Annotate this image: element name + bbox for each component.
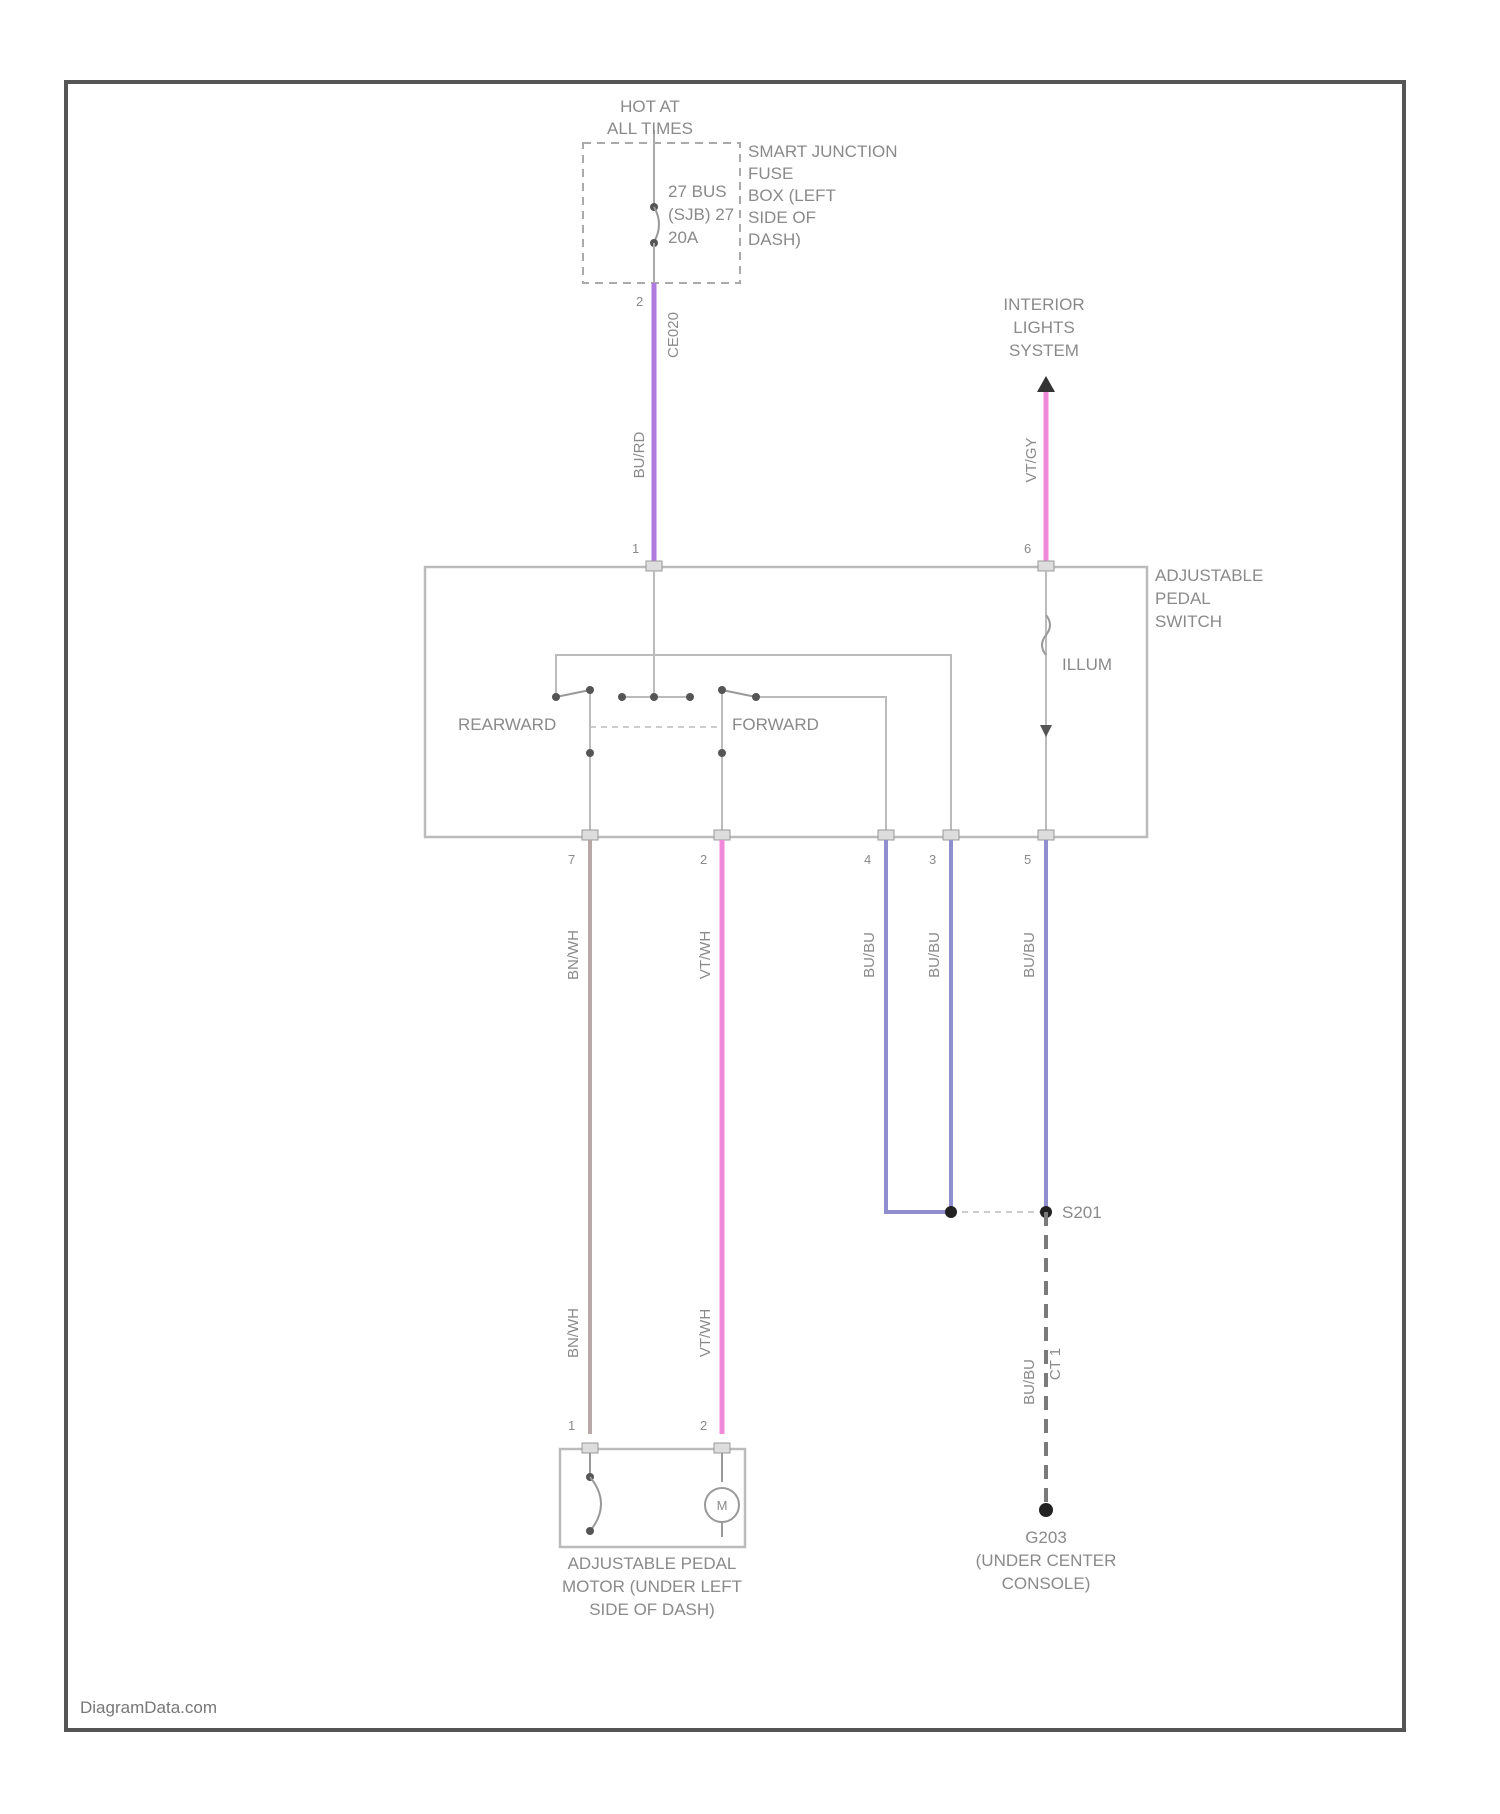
wire-label-ground: BU/BU: [1021, 1359, 1038, 1405]
rearward-label: REARWARD: [458, 715, 556, 734]
switch-node-8: [586, 749, 594, 757]
pin-switch-3: 3: [929, 852, 936, 867]
adjustable-pedal-switch: [425, 567, 1147, 837]
switch-node-2: [586, 686, 594, 694]
terminal-switch-5: [1038, 830, 1054, 840]
switch-node-3: [618, 693, 626, 701]
hot-at-all-times-line2: ALL TIMES: [607, 119, 693, 138]
illum-label: ILLUM: [1062, 655, 1112, 674]
terminal-switch-3: [943, 830, 959, 840]
wire-label-rearward: BN/WH: [565, 930, 582, 980]
pedal-switch-label-1: ADJUSTABLE: [1155, 566, 1263, 585]
fuse-label-2: (SJB) 27: [668, 205, 734, 224]
splice-node-1: [945, 1206, 957, 1218]
pin-switch-7: 7: [568, 852, 575, 867]
sjb-label-5: DASH): [748, 230, 801, 249]
interior-lights-2: LIGHTS: [1013, 318, 1074, 337]
terminal-motor-1: [582, 1443, 598, 1453]
wire-label-fuse-to-switch: BU/RD: [631, 431, 648, 478]
interior-lights-arrow: [1037, 376, 1055, 392]
pin-motor-2: 2: [700, 1418, 707, 1433]
pin-switch-5: 5: [1024, 852, 1031, 867]
ground-label-1: G203: [1025, 1528, 1067, 1547]
terminal-switch-6: [1038, 561, 1054, 571]
switch-node-7: [752, 693, 760, 701]
internal-forward-contact: [722, 690, 756, 697]
switch-node-9: [718, 749, 726, 757]
ground-label-2: (UNDER CENTER: [976, 1551, 1117, 1570]
internal-ground-loop: [556, 655, 951, 836]
wire-label-ground-2: CT 1: [1047, 1348, 1064, 1380]
fuse-label-3: 20A: [668, 228, 699, 247]
fuse-element: [654, 207, 659, 242]
pedal-switch-label-2: PEDAL: [1155, 589, 1211, 608]
illum-diode: [1040, 725, 1052, 737]
wire-label-forward-motor: VT/WH: [697, 1309, 714, 1357]
splice-label: S201: [1062, 1203, 1102, 1222]
motor-label-2: MOTOR (UNDER LEFT: [562, 1577, 742, 1596]
terminal-switch-7: [582, 830, 598, 840]
motor-label-3: SIDE OF DASH): [589, 1600, 715, 1619]
switch-node-4: [650, 693, 658, 701]
pin-motor-1: 1: [568, 1418, 575, 1433]
sjb-label-4: SIDE OF: [748, 208, 816, 227]
switch-node-6: [718, 686, 726, 694]
sjb-label-2: FUSE: [748, 164, 793, 183]
sjb-label-1: SMART JUNCTION: [748, 142, 898, 161]
wire-label-sw-5: BU/BU: [1021, 932, 1038, 978]
wire-label-forward: VT/WH: [697, 931, 714, 979]
pin-switch-6: 6: [1024, 541, 1031, 556]
fuse-label-1: 27 BUS: [668, 182, 727, 201]
motor-symbol-m: M: [717, 1498, 728, 1513]
wire-label-sw-4: BU/BU: [861, 932, 878, 978]
wire-label-fuse-circuit: CE020: [665, 312, 682, 358]
internal-rearward-contact: [556, 690, 590, 697]
pedal-switch-label-3: SWITCH: [1155, 612, 1222, 631]
terminal-motor-2: [714, 1443, 730, 1453]
interior-lights-3: SYSTEM: [1009, 341, 1079, 360]
ground-label-3: CONSOLE): [1002, 1574, 1091, 1593]
wire-label-interior: VT/GY: [1023, 437, 1040, 482]
pin-fuse-out: 2: [636, 294, 643, 309]
motor-label-1: ADJUSTABLE PEDAL: [568, 1554, 737, 1573]
motor-winding: [590, 1477, 601, 1531]
motor-node-2: [586, 1527, 594, 1535]
interior-lights-1: INTERIOR: [1003, 295, 1084, 314]
sjb-label-3: BOX (LEFT: [748, 186, 836, 205]
terminal-switch-4: [878, 830, 894, 840]
wire-label-sw-3: BU/BU: [926, 932, 943, 978]
terminal-switch-1: [646, 561, 662, 571]
brand-watermark: DiagramData.com: [80, 1698, 217, 1717]
wire-label-rearward-motor: BN/WH: [565, 1308, 582, 1358]
wire-switch-4: [886, 840, 951, 1212]
switch-node-1: [552, 693, 560, 701]
forward-label: FORWARD: [732, 715, 819, 734]
switch-node-5: [686, 693, 694, 701]
hot-at-all-times-line1: HOT AT: [620, 97, 680, 116]
pin-switch-2: 2: [700, 852, 707, 867]
terminal-switch-2: [714, 830, 730, 840]
diagram-frame: [66, 82, 1404, 1730]
ground-point: [1039, 1503, 1053, 1517]
pin-switch-1: 1: [632, 541, 639, 556]
pin-switch-4: 4: [864, 852, 871, 867]
